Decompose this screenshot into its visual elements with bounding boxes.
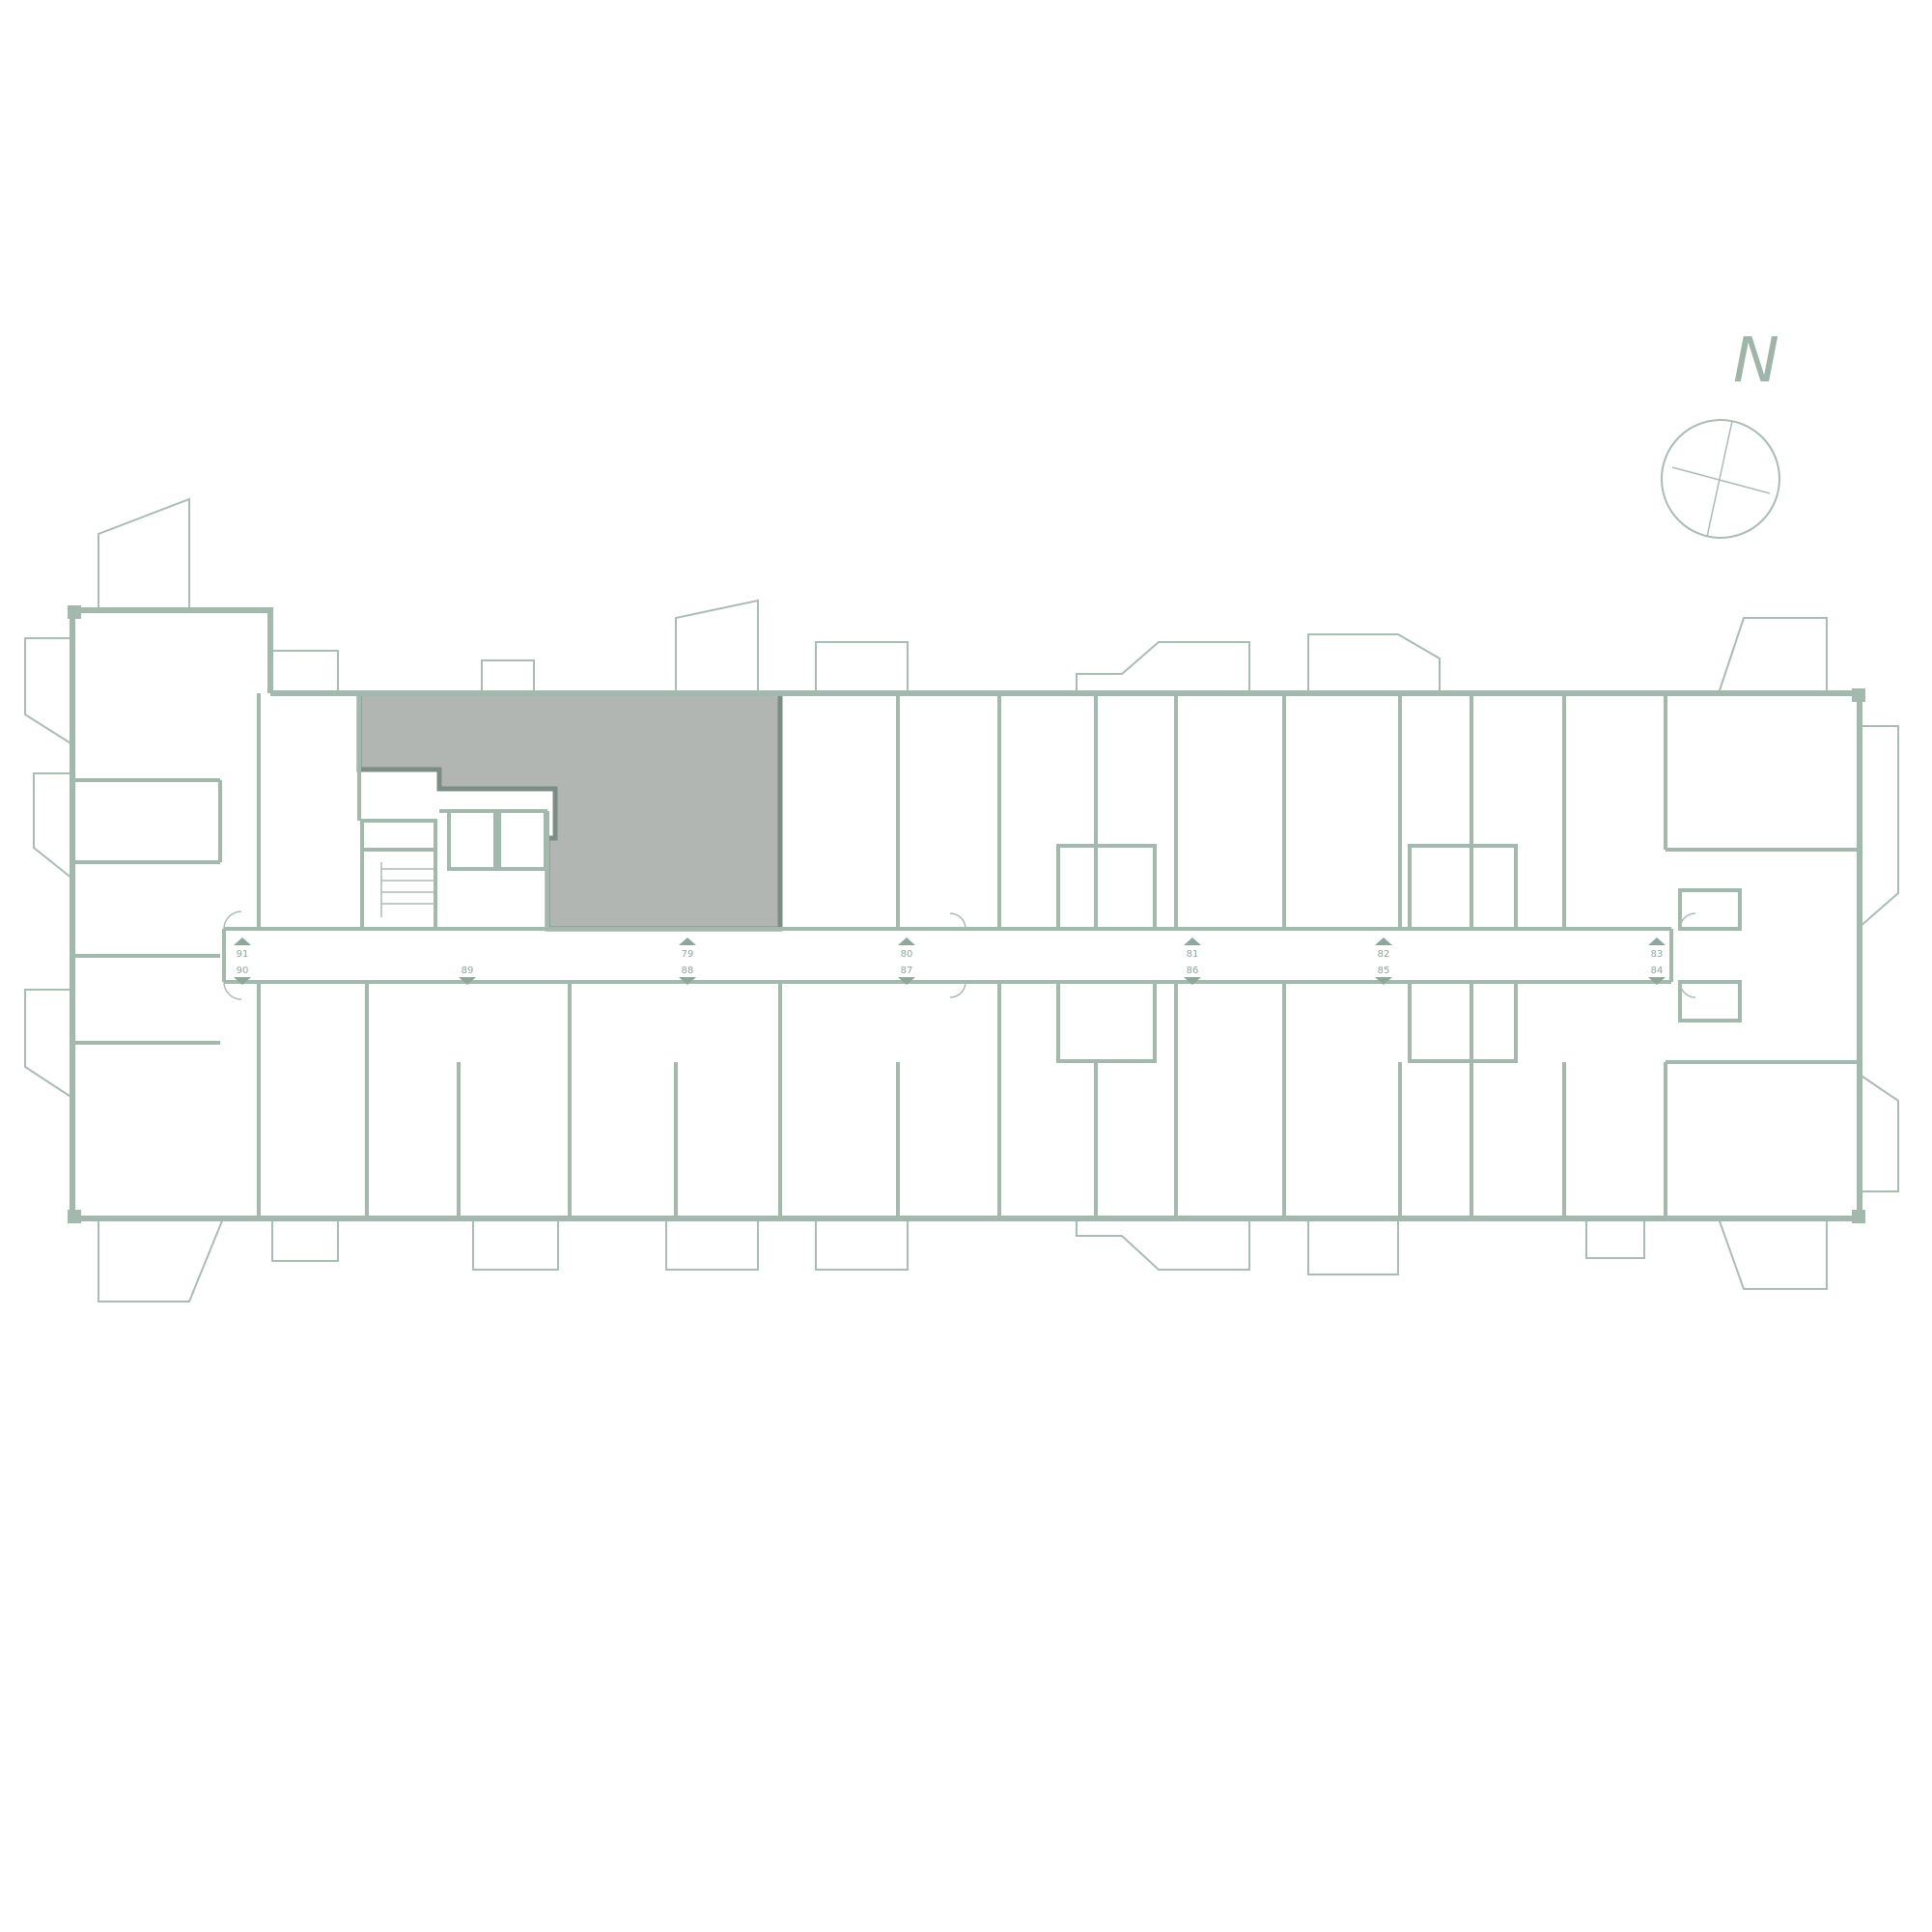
exterior-walls [68, 605, 1865, 1223]
svg-text:87: 87 [901, 966, 913, 976]
svg-text:84: 84 [1651, 966, 1664, 976]
svg-text:83: 83 [1651, 949, 1664, 960]
unit-label-90[interactable]: 90 [234, 966, 251, 985]
unit-label-85[interactable]: 85 [1375, 966, 1392, 985]
unit-label-88[interactable]: 88 [679, 966, 696, 985]
door-swings [223, 910, 1696, 1000]
unit-label-83[interactable]: 83 [1648, 938, 1666, 960]
unit-label-80[interactable]: 80 [898, 938, 915, 960]
stair-core [360, 809, 547, 931]
side-balconies [24, 637, 1899, 1192]
south-balconies [98, 1218, 1828, 1302]
unit-label-86[interactable]: 86 [1184, 966, 1201, 985]
svg-text:80: 80 [901, 949, 913, 960]
svg-text:85: 85 [1378, 966, 1390, 976]
svg-text:82: 82 [1378, 949, 1390, 960]
svg-text:90: 90 [237, 966, 249, 976]
unit-label-89[interactable]: 89 [459, 966, 476, 985]
unit-label-87[interactable]: 87 [898, 966, 915, 985]
south-unit-labels: 90 89 88 87 86 85 84 [234, 966, 1666, 985]
south-partitions [72, 954, 1860, 1218]
north-compass-icon: N [1661, 325, 1780, 539]
north-unit-labels: 91 79 80 81 82 83 [234, 938, 1666, 960]
north-label: N [1733, 325, 1779, 397]
unit-label-81[interactable]: 81 [1184, 938, 1201, 960]
unit-label-82[interactable]: 82 [1375, 938, 1392, 960]
svg-text:91: 91 [237, 949, 249, 960]
svg-text:79: 79 [682, 949, 694, 960]
north-partitions [72, 693, 1860, 931]
svg-text:86: 86 [1187, 966, 1199, 976]
svg-text:88: 88 [682, 966, 694, 976]
unit-label-84[interactable]: 84 [1648, 966, 1666, 985]
unit-label-91[interactable]: 91 [234, 938, 251, 960]
highlighted-apartment-79[interactable] [356, 690, 783, 932]
svg-text:81: 81 [1187, 949, 1199, 960]
corridor [222, 927, 1673, 984]
north-balconies [98, 497, 1828, 694]
unit-label-79[interactable]: 79 [679, 938, 696, 960]
svg-text:89: 89 [462, 966, 474, 976]
